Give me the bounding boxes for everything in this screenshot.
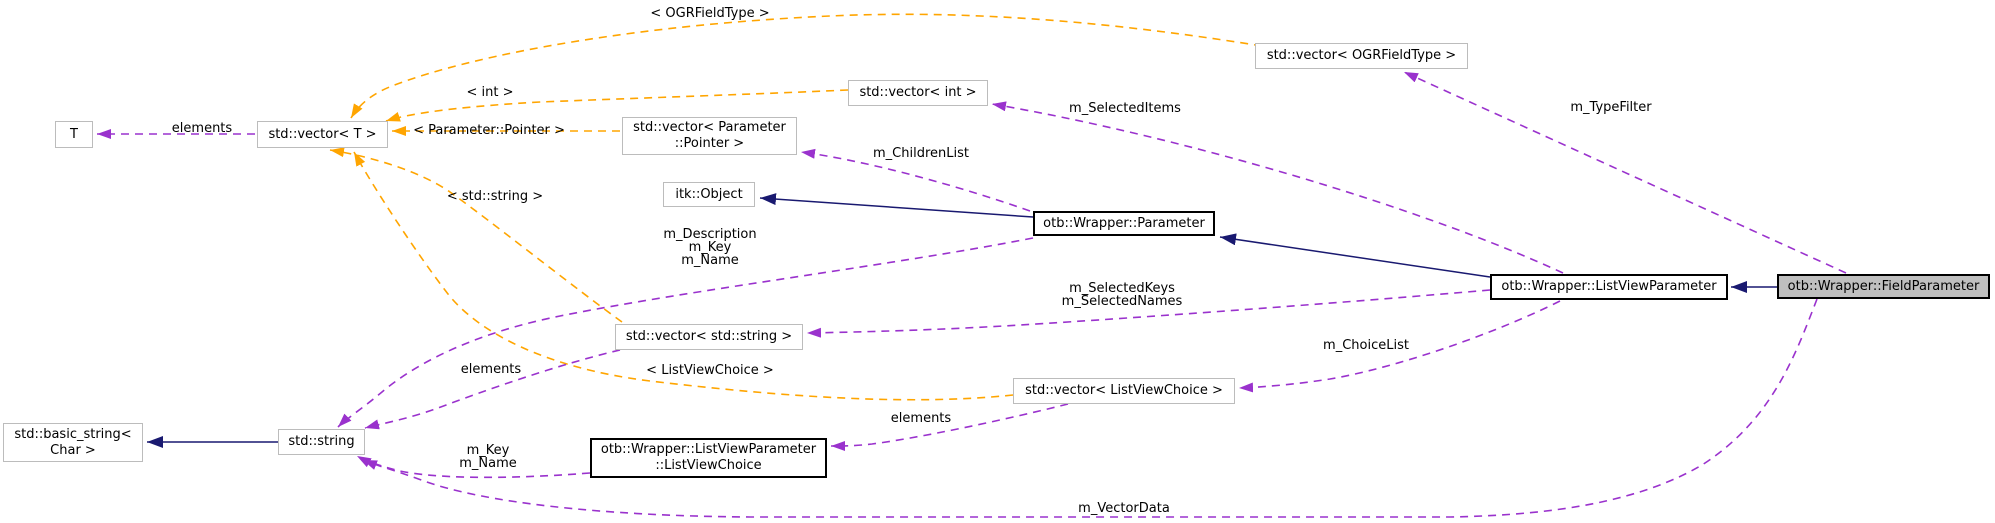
edge-label-m-name-2: m_Name: [459, 456, 517, 471]
edge-label-m-name-1: m_Name: [681, 253, 739, 268]
node-itk-object[interactable]: itk::Object: [663, 182, 755, 207]
edge-label-template-ogrfieldtype: < OGRFieldType >: [650, 6, 769, 21]
node-listviewchoice-line1: otb::Wrapper::ListViewParameter: [600, 442, 817, 458]
edge-label-m-description: m_Description: [663, 227, 756, 242]
node-listviewparameter[interactable]: otb::Wrapper::ListViewParameter: [1490, 274, 1728, 300]
node-fieldparameter[interactable]: otb::Wrapper::FieldParameter: [1777, 274, 1990, 299]
edge-label-m-key-2: m_Key: [467, 443, 510, 458]
edge-m-vectordata: [362, 298, 1818, 518]
edge-elements-listviewchoice: [830, 403, 1069, 451]
node-listviewchoice[interactable]: otb::Wrapper::ListViewParameter ::ListVi…: [590, 438, 827, 478]
edge-label-elements-3: elements: [891, 411, 952, 426]
node-vector-string-label: std::vector< std::string >: [625, 329, 793, 345]
edge-m-choicelist: [1238, 300, 1561, 393]
node-vector-parameter-pointer-line2: ::Pointer >: [674, 136, 745, 151]
edge-label-template-int: < int >: [467, 85, 514, 100]
node-basic-string[interactable]: std::basic_string< Char >: [3, 423, 143, 462]
node-vector-listviewchoice-label: std::vector< ListViewChoice >: [1025, 383, 1223, 399]
edge-m-description-key-name: [337, 237, 1034, 428]
edge-label-m-childrenlist: m_ChildrenList: [873, 146, 969, 161]
node-t-label: T: [70, 126, 78, 142]
node-vector-parameter-pointer-line1: std::vector< Parameter: [633, 120, 786, 136]
node-vector-string[interactable]: std::vector< std::string >: [615, 324, 803, 350]
edge-label-m-key-1: m_Key: [689, 240, 732, 255]
edge-elements-string: [364, 349, 621, 430]
edge-template-std-string: [329, 147, 623, 323]
edge-m-selectedkeys-names: [806, 289, 1491, 338]
edge-template-int: [385, 89, 849, 122]
node-vector-ogrfieldtype[interactable]: std::vector< OGRFieldType >: [1255, 43, 1468, 69]
node-parameter[interactable]: otb::Wrapper::Parameter: [1033, 211, 1215, 236]
edge-m-typefilter: [1403, 71, 1847, 274]
edge-template-ogrfieldtype: [350, 13, 1263, 119]
node-parameter-label: otb::Wrapper::Parameter: [1043, 215, 1205, 231]
node-vector-int-label: std::vector< int >: [859, 85, 977, 101]
edge-label-m-selectedkeys: m_SelectedKeys: [1069, 281, 1175, 296]
edge-inherit-parameter-itkobject: [759, 193, 1034, 218]
edge-m-key-name: [356, 455, 591, 479]
edge-label-m-choicelist: m_ChoiceList: [1323, 338, 1409, 353]
edge-label-m-vectordata: m_VectorData: [1078, 501, 1170, 516]
node-itk-object-label: itk::Object: [675, 186, 743, 202]
node-vector-t-label: std::vector< T >: [268, 126, 377, 142]
node-basic-string-line2: Char >: [50, 442, 96, 458]
node-t[interactable]: T: [55, 121, 93, 148]
edge-label-m-typefilter: m_TypeFilter: [1570, 100, 1652, 115]
node-basic-string-line1: std::basic_string<: [14, 426, 132, 442]
node-listviewchoice-line2: ::ListViewChoice: [655, 458, 762, 473]
edge-label-template-std-string: < std::string >: [447, 189, 543, 204]
edge-label-m-selectednames: m_SelectedNames: [1062, 294, 1183, 309]
node-fieldparameter-label: otb::Wrapper::FieldParameter: [1787, 278, 1980, 294]
edge-label-m-selecteditems: m_SelectedItems: [1069, 101, 1181, 116]
edge-label-template-listviewchoice: < ListViewChoice >: [646, 363, 774, 378]
edge-label-template-parameter-pointer: < Parameter::Pointer >: [413, 123, 565, 138]
edge-label-elements-2: elements: [461, 362, 522, 377]
edge-inherit-listview-parameter: [1219, 233, 1491, 278]
edge-label-elements-1: elements: [172, 121, 233, 136]
node-std-string-label: std::string: [288, 434, 355, 450]
edge-template-listviewchoice: [353, 151, 1014, 401]
node-vector-parameter-pointer[interactable]: std::vector< Parameter ::Pointer >: [622, 117, 797, 155]
node-listviewparameter-label: otb::Wrapper::ListViewParameter: [1501, 279, 1717, 295]
node-vector-int[interactable]: std::vector< int >: [848, 80, 988, 106]
node-vector-ogrfieldtype-label: std::vector< OGRFieldType >: [1266, 48, 1457, 64]
node-std-string[interactable]: std::string: [278, 429, 365, 455]
node-vector-listviewchoice[interactable]: std::vector< ListViewChoice >: [1013, 378, 1235, 404]
edge-m-childrenlist: [800, 148, 1031, 212]
edge-m-selecteditems: [991, 101, 1564, 274]
node-vector-t[interactable]: std::vector< T >: [257, 121, 388, 148]
